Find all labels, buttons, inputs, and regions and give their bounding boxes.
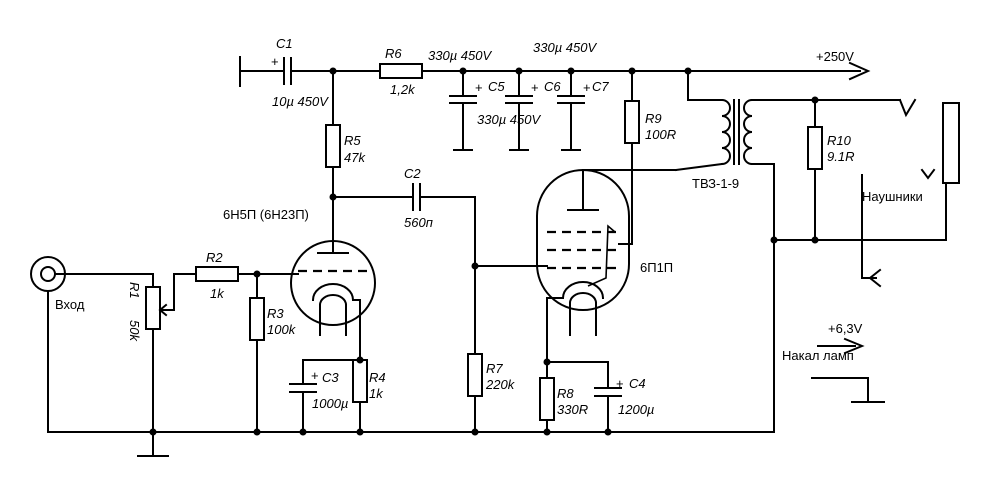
- r1-value: 50k: [127, 320, 142, 342]
- r8-value: 330R: [557, 402, 588, 417]
- heater-voltage: +6,3V: [828, 321, 863, 336]
- input-label: Вход: [55, 297, 85, 312]
- c4-value: 1200µ: [618, 402, 654, 417]
- resistor-r6: [379, 63, 423, 79]
- svg-text:+: +: [531, 80, 539, 95]
- c2-name: C2: [404, 166, 421, 181]
- resistor-r9: [618, 70, 640, 245]
- r4-name: R4: [369, 370, 386, 385]
- resistor-r10: [807, 99, 823, 241]
- capacitor-c3: +: [289, 359, 361, 433]
- svg-text:+: +: [271, 54, 279, 69]
- r2-value: 1k: [210, 286, 225, 301]
- tube2-label: 6П1П: [640, 260, 673, 275]
- svg-text:+: +: [311, 368, 319, 383]
- supply-voltage: +250V: [816, 49, 854, 64]
- c56-value: 330µ 450V: [477, 112, 541, 127]
- junction-dots: [149, 67, 819, 436]
- r7-value: 220k: [485, 377, 516, 392]
- r4-value: 1k: [369, 386, 384, 401]
- input-jack: [30, 256, 154, 433]
- svg-text:+: +: [583, 80, 591, 95]
- r8-name: R8: [557, 386, 574, 401]
- r1-name: R1: [127, 282, 142, 299]
- heater-label: Накал ламп: [782, 348, 854, 363]
- headphone-jack: [861, 98, 960, 288]
- capacitor-c2: [332, 183, 476, 355]
- r5-name: R5: [344, 133, 361, 148]
- c2-value: 560п: [404, 215, 433, 230]
- c5-top-value: 330µ 450V: [428, 48, 492, 63]
- c3-value: 1000µ: [312, 396, 348, 411]
- resistor-r5: [325, 70, 341, 254]
- c4-name: C4: [629, 376, 646, 391]
- c7-name: C7: [592, 79, 609, 94]
- transformer-label: ТВЗ-1-9: [692, 176, 739, 191]
- capacitor-c5: +: [449, 70, 483, 151]
- c7-top-value: 330µ 450V: [533, 40, 597, 55]
- transformer-tvz: [629, 70, 947, 433]
- svg-text:+: +: [475, 80, 483, 95]
- r9-value: 100R: [645, 127, 676, 142]
- heater-ground: [811, 337, 885, 403]
- tube-6n5p: [290, 240, 376, 361]
- headphones-label: Наушники: [862, 189, 923, 204]
- r5-value: 47k: [344, 150, 366, 165]
- capacitor-c6: +: [505, 70, 539, 151]
- resistor-r8: [539, 377, 555, 433]
- r9-name: R9: [645, 111, 662, 126]
- capacitor-c1: +: [271, 54, 292, 85]
- capacitor-c7: +: [557, 70, 591, 151]
- c1-value: 10µ 450V: [272, 94, 329, 109]
- r10-value: 9.1R: [827, 149, 854, 164]
- c5-name: C5: [488, 79, 505, 94]
- c1-name: C1: [276, 36, 293, 51]
- resistor-r7: [467, 353, 483, 433]
- potentiometer-r1: [137, 273, 197, 457]
- r6-value: 1,2k: [390, 82, 416, 97]
- resistor-r3: [249, 273, 265, 433]
- c6-name: C6: [544, 79, 561, 94]
- r7-name: R7: [486, 361, 503, 376]
- r10-name: R10: [827, 133, 852, 148]
- resistor-r2: [195, 266, 299, 282]
- resistor-r4: [352, 359, 368, 433]
- r6-name: R6: [385, 46, 402, 61]
- tube-6p1p: [474, 169, 631, 379]
- r3-value: 100k: [267, 322, 297, 337]
- svg-text:+: +: [616, 376, 624, 391]
- r3-name: R3: [267, 306, 284, 321]
- r2-name: R2: [206, 250, 223, 265]
- c3-name: C3: [322, 370, 339, 385]
- capacitor-c4: +: [546, 361, 624, 433]
- tube1-label: 6Н5П (6Н23П): [223, 207, 309, 222]
